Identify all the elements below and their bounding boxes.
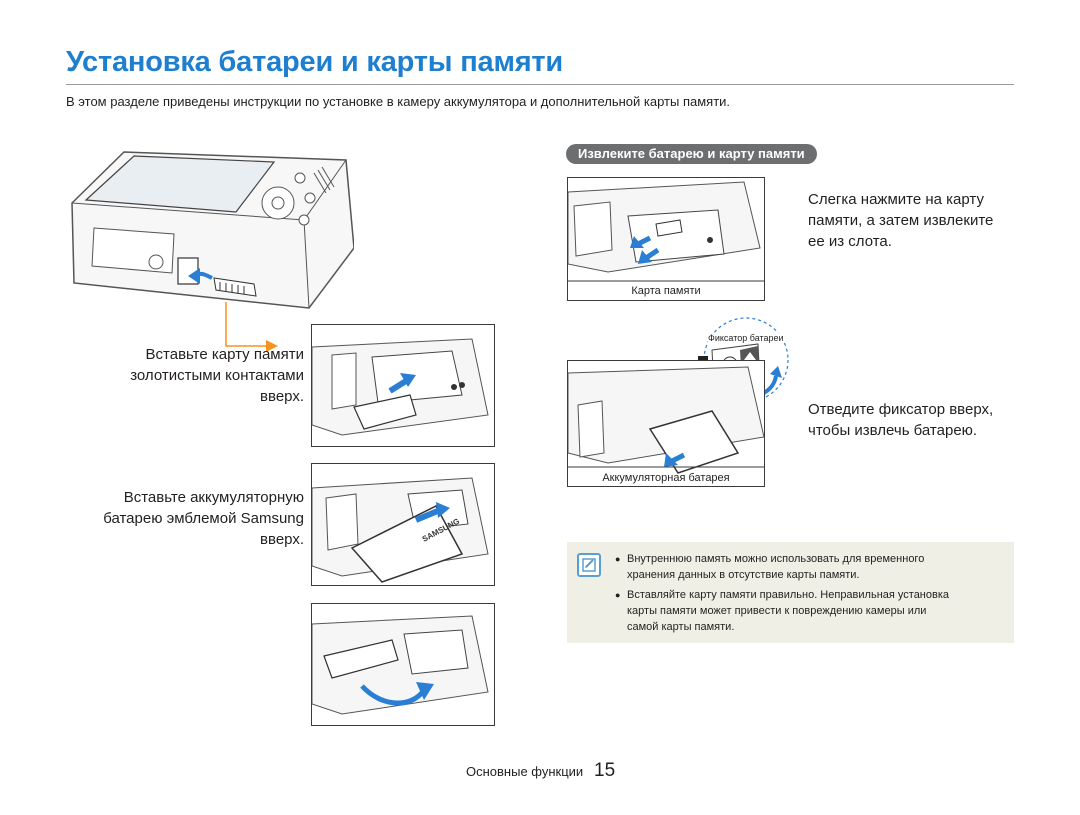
footer-section-name: Основные функции xyxy=(466,764,584,779)
note-line: хранения данных в отсутствие карты памят… xyxy=(627,569,860,581)
remove-card-line: памяти, а затем извлеките xyxy=(808,212,994,229)
battery-caption: Аккумуляторная батарея xyxy=(602,472,730,484)
remove-battery-text: Отведите фиксатор вверх, чтобы извлечь б… xyxy=(808,399,993,441)
callout-connector xyxy=(222,300,280,352)
note-line: Внутреннюю память можно использовать для… xyxy=(627,553,925,565)
battery-insert-panel: SAMSUNG xyxy=(311,463,495,586)
card-caption: Карта памяти xyxy=(631,285,701,297)
camera-overview-illustration xyxy=(64,148,354,318)
battery-step-line: батарею эмблемой Samsung xyxy=(103,510,304,527)
note-item: Вставляйте карту памяти правильно. Непра… xyxy=(615,587,950,635)
intro-text: В этом разделе приведены инструкции по у… xyxy=(66,94,731,109)
page-number: 15 xyxy=(594,760,616,781)
note-item: Внутреннюю память можно использовать для… xyxy=(615,551,949,583)
memory-card-step-text: Вставьте карту памяти золотистыми контак… xyxy=(108,344,304,407)
note-line: самой карты памяти. xyxy=(627,621,735,633)
note-list: Внутреннюю память можно использовать для… xyxy=(615,551,950,639)
remove-card-text: Слегка нажмите на карту памяти, а затем … xyxy=(808,189,993,252)
note-line: Вставляйте карту памяти правильно. Непра… xyxy=(627,589,950,601)
title-divider xyxy=(66,84,1014,85)
battery-step-line: вверх. xyxy=(260,531,304,548)
memory-card-step-line: золотистыми контактами xyxy=(130,367,304,384)
remove-battery-panel xyxy=(567,360,765,487)
close-cover-panel xyxy=(311,603,495,726)
page-title: Установка батареи и карты памяти xyxy=(66,46,564,78)
remove-card-line: ее из слота. xyxy=(808,233,892,250)
remove-battery-line: Отведите фиксатор вверх, xyxy=(808,401,994,418)
note-icon xyxy=(577,553,601,577)
battery-step-text: Вставьте аккумуляторную батарею эмблемой… xyxy=(98,487,304,550)
memory-card-insert-panel xyxy=(311,324,495,447)
remove-card-panel xyxy=(567,177,765,301)
remove-card-line: Слегка нажмите на карту xyxy=(808,191,984,208)
latch-label: Фиксатор батареи xyxy=(708,333,784,343)
note-line: карты памяти может привести к повреждени… xyxy=(627,605,927,617)
remove-battery-line: чтобы извлечь батарею. xyxy=(808,422,978,439)
memory-card-step-line: вверх. xyxy=(260,388,304,405)
battery-step-line: Вставьте аккумуляторную xyxy=(123,489,304,506)
memory-card-step-line: Вставьте карту памяти xyxy=(145,346,304,363)
remove-section-tag: Извлеките батарею и карту памяти xyxy=(566,144,817,164)
note-box: Внутреннюю память можно использовать для… xyxy=(567,542,1014,643)
